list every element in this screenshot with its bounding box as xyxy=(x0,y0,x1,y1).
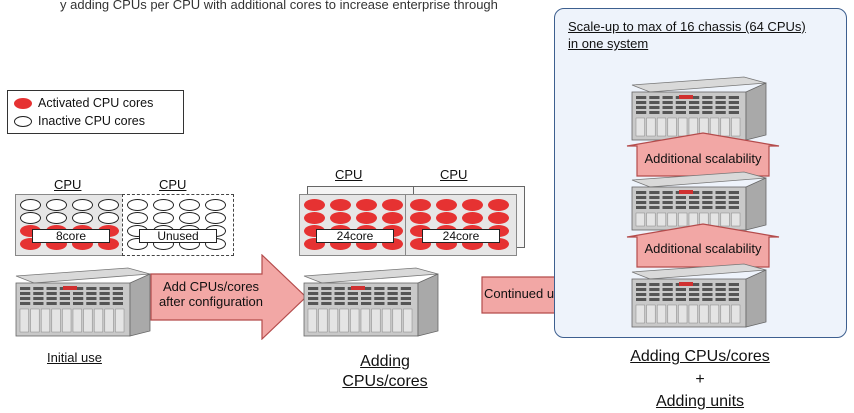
inactive-core-swatch xyxy=(14,115,32,127)
stage2-caption-line1: Adding xyxy=(360,353,410,370)
arrow-add-cpus-line1: Add CPUs/cores xyxy=(162,279,260,294)
legend-activated: Activated CPU cores xyxy=(14,96,153,110)
activated-core xyxy=(304,212,325,224)
inactive-core xyxy=(98,199,119,211)
activated-core xyxy=(488,212,509,224)
legend-inactive-label: Inactive CPU cores xyxy=(38,114,145,128)
legend-inactive: Inactive CPU cores xyxy=(14,114,145,128)
panel-title-line1: Scale-up to max of 16 chassis (64 CPUs) xyxy=(568,19,806,34)
activated-core-swatch xyxy=(14,97,32,109)
inactive-core xyxy=(98,212,119,224)
activated-core xyxy=(462,199,483,211)
activated-core xyxy=(330,212,351,224)
activated-core xyxy=(356,199,377,211)
activated-core xyxy=(410,199,431,211)
scalability-label-upper: Additional scalability xyxy=(644,151,762,166)
inactive-core xyxy=(153,199,174,211)
stage3-caption-line3: Adding units xyxy=(655,393,745,410)
activated-core xyxy=(304,199,325,211)
legend: Activated CPU cores Inactive CPU cores xyxy=(7,90,184,134)
activated-core xyxy=(410,212,431,224)
stage3-server-middle-icon xyxy=(631,171,767,231)
stage2-cpu-right-label: CPU xyxy=(440,167,468,182)
inactive-core xyxy=(205,199,226,211)
stage1-server-icon xyxy=(15,267,151,337)
stage2-chip-right: 24core xyxy=(405,194,517,256)
stage1-cpu-left-label: CPU xyxy=(54,177,82,192)
activated-core xyxy=(382,199,403,211)
stage1-chip-right-label: Unused xyxy=(139,229,217,243)
stage1-chip-right: Unused xyxy=(122,194,234,256)
inactive-core xyxy=(72,199,93,211)
stage2-cpu-left-label: CPU xyxy=(335,167,363,182)
activated-core xyxy=(356,212,377,224)
stage2-server-icon xyxy=(303,267,439,337)
inactive-core xyxy=(179,212,200,224)
stage1-chip-left-label: 8core xyxy=(32,229,110,243)
arrow-continued-use-label: Continued use xyxy=(484,286,568,301)
stage3-caption-line2: + xyxy=(695,371,705,388)
inactive-core xyxy=(127,199,148,211)
legend-activated-label: Activated CPU cores xyxy=(38,96,154,110)
scalability-arrow-upper xyxy=(626,132,780,177)
inactive-core xyxy=(153,212,174,224)
activated-core xyxy=(436,212,457,224)
stage1-caption: Initial use xyxy=(47,350,102,365)
inactive-core xyxy=(179,199,200,211)
activated-core xyxy=(330,199,351,211)
stage2-chip-left: 24core xyxy=(299,194,411,256)
inactive-core xyxy=(20,212,41,224)
activated-core xyxy=(436,199,457,211)
arrow-add-cpus-label: Add CPUs/cores after configuration xyxy=(156,279,266,309)
activated-core xyxy=(488,199,509,211)
scalability-label-lower: Additional scalability xyxy=(644,241,762,256)
stage2-chip-left-label: 24core xyxy=(316,229,394,243)
activated-core xyxy=(382,212,403,224)
stage2-chip-right-label: 24core xyxy=(422,229,500,243)
inactive-core xyxy=(72,212,93,224)
inactive-core xyxy=(205,212,226,224)
scalability-arrow-lower xyxy=(626,223,780,268)
stage3-caption-line1: Adding CPUs/cores xyxy=(630,348,770,365)
inactive-core xyxy=(46,199,67,211)
inactive-core xyxy=(46,212,67,224)
top-sentence: y adding CPUs per CPU with additional co… xyxy=(60,0,498,12)
inactive-core xyxy=(20,199,41,211)
arrow-add-cpus xyxy=(150,254,307,340)
arrow-add-cpus-line2: after configuration xyxy=(158,294,264,309)
panel-title-line2: in one system xyxy=(568,36,649,51)
stage3-server-top-icon xyxy=(631,76,767,141)
stage3-server-bottom-icon xyxy=(631,263,767,328)
inactive-core xyxy=(127,212,148,224)
activated-core xyxy=(462,212,483,224)
stage1-cpu-right-label: CPU xyxy=(159,177,187,192)
stage2-caption-line2: CPUs/cores xyxy=(342,373,428,390)
stage1-chip-left: 8core xyxy=(15,194,127,256)
